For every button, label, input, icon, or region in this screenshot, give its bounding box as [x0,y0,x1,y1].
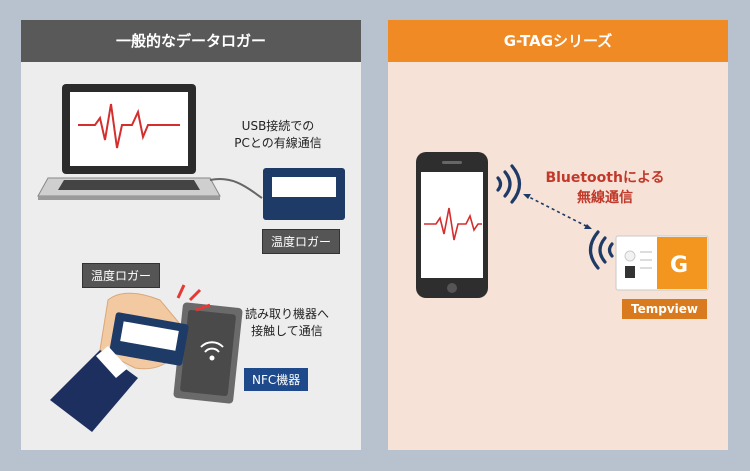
wireless-signal-icon [496,164,522,204]
usb-line-2: PCとの有線通信 [234,136,322,150]
left-header: 一般的なデータロガー [21,20,361,62]
logger-label: 温度ロガー [262,229,341,254]
smartphone-icon [416,152,488,298]
temperature-logger-icon [263,168,345,220]
reader-line-2: 接触して通信 [251,324,323,338]
nfc-label: NFC機器 [244,368,309,391]
hand-logger-label: 温度ロガー [82,263,161,288]
right-panel: G-TAGシリーズ [388,20,728,450]
wireless-signal-icon-2 [588,230,614,270]
usb-description: USB接続での PCとの有線通信 [228,118,328,152]
right-header: G-TAGシリーズ [388,20,728,62]
reader-description: 読み取り機器へ 接触して通信 [236,306,338,340]
bluetooth-arrow [524,194,591,229]
g-tag-device-icon: G [615,235,709,291]
tempview-label: Tempview [622,299,707,319]
laptop-icon [37,84,221,200]
bluetooth-line-2: 無線通信 [577,190,633,206]
svg-text:G: G [670,253,688,278]
usb-line-1: USB接続での [241,119,315,133]
usb-cable [209,178,263,199]
bluetooth-line-1: Bluetoothによる [545,170,665,186]
reader-line-1: 読み取り機器へ [244,307,329,321]
bluetooth-description: Bluetoothによる 無線通信 [530,168,680,208]
hand-logger-nfc-illustration [50,284,243,432]
